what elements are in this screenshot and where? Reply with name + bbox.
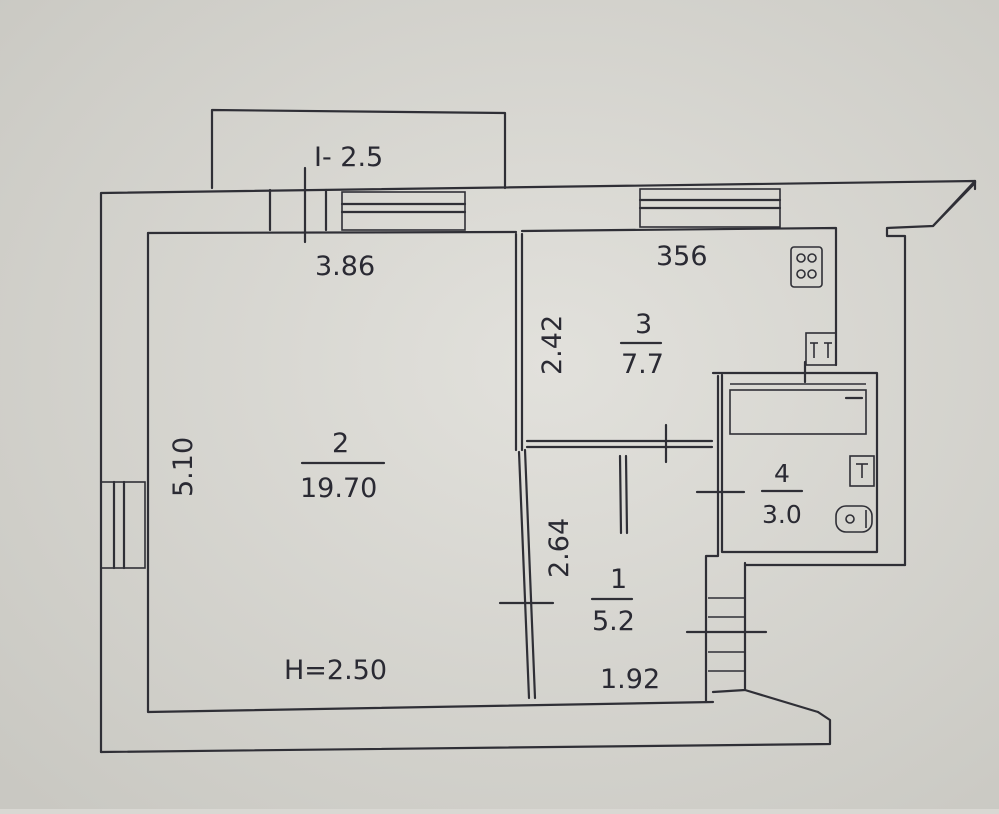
room3-width-label: 356 bbox=[656, 241, 708, 272]
room-1-label: 1 5.2 bbox=[590, 564, 635, 637]
room-2-area: 19.70 bbox=[300, 473, 377, 504]
room-1-area: 5.2 bbox=[592, 606, 635, 637]
room3-depth-label: 2.42 bbox=[537, 315, 568, 375]
window-top-right bbox=[638, 188, 782, 228]
stove-icon bbox=[790, 246, 823, 288]
toilet-icon bbox=[835, 505, 873, 533]
window-top-left bbox=[340, 191, 467, 231]
balcony-label: I- 2.5 bbox=[314, 142, 383, 173]
kitchen-sink-icon bbox=[805, 332, 837, 366]
room1-depth-label: 2.64 bbox=[544, 518, 575, 578]
room-3-number: 3 bbox=[635, 309, 652, 340]
room-1-number: 1 bbox=[610, 564, 627, 595]
room2-depth-label: 5.10 bbox=[168, 437, 199, 497]
room-4-number: 4 bbox=[774, 459, 790, 488]
balcony-door bbox=[268, 166, 328, 244]
bath-sink-icon bbox=[849, 455, 875, 487]
room-3-area: 7.7 bbox=[621, 349, 664, 380]
room-4-label: 4 3.0 bbox=[760, 459, 804, 529]
interior-walls bbox=[146, 226, 907, 714]
ceiling-height-label: H=2.50 bbox=[284, 655, 387, 686]
room2-width-label: 3.86 bbox=[315, 251, 375, 282]
room-2-label: 2 19.70 bbox=[300, 428, 386, 504]
room-3-label: 3 7.7 bbox=[619, 309, 664, 380]
room1-width-label: 1.92 bbox=[600, 664, 660, 695]
room-2-number: 2 bbox=[332, 428, 349, 459]
door-marks bbox=[498, 360, 864, 672]
balcony bbox=[210, 108, 507, 190]
room-4-area: 3.0 bbox=[762, 500, 802, 529]
exterior-wall bbox=[99, 179, 977, 754]
window-left bbox=[100, 480, 146, 570]
